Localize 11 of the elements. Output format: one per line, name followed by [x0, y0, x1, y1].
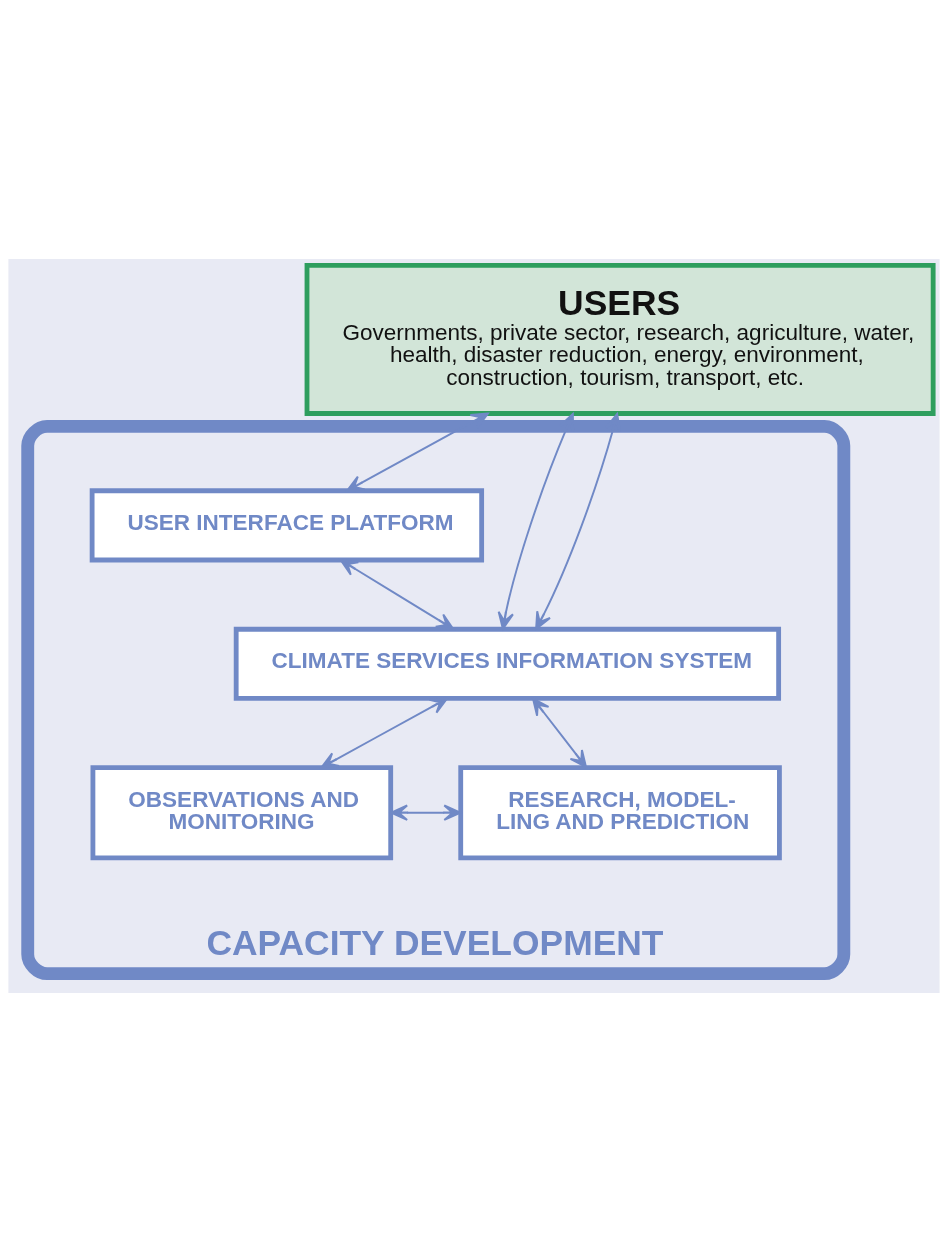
arrow — [497, 412, 575, 630]
node-box: USERS Governments, private sector, research, agriculture, water, health, disaster reduction, energy, environment, construction, tourism, transport, etc. — [304, 262, 936, 416]
arrow — [320, 697, 449, 768]
arrow — [532, 697, 588, 768]
node-box: OBSERVATIONS AND MONITORING — [90, 764, 394, 860]
node-box: RESEARCH, MODEL- LING AND PREDICTION — [458, 764, 782, 860]
node-box: CLIMATE SERVICES INFORMATION SYSTEM — [233, 626, 782, 701]
arrow — [346, 412, 489, 492]
arrow — [535, 412, 622, 630]
node-box: USER INTERFACE PLATFORM — [89, 487, 485, 562]
arrow — [390, 804, 462, 821]
